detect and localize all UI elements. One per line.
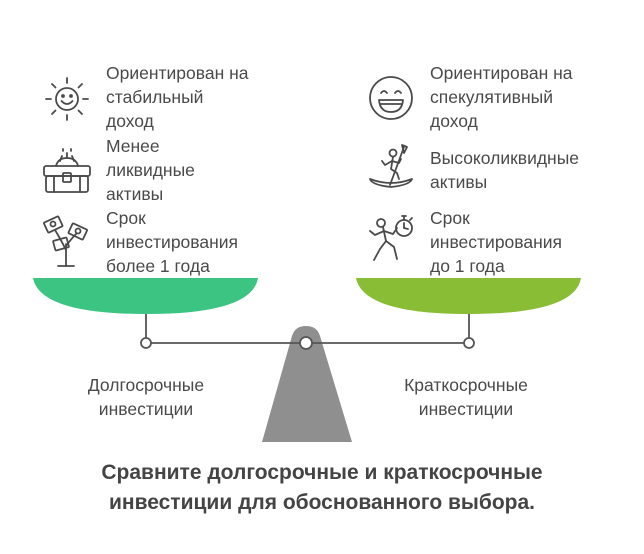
left-beam-joint xyxy=(140,337,152,349)
right-item-2-text: Высоколиквидные активы xyxy=(430,148,580,192)
diagram-title: Сравните долгосрочные и краткосрочные ин… xyxy=(101,461,543,514)
left-pan xyxy=(33,278,258,314)
money-plant-icon xyxy=(42,214,92,268)
left-item-1-text: Ориентирован на стабильный доход xyxy=(106,63,249,131)
balance-scale xyxy=(33,278,581,442)
scale-base xyxy=(262,326,352,442)
treasure-chest-icon xyxy=(40,144,94,196)
grinning-face-icon xyxy=(367,74,415,122)
right-beam-joint xyxy=(463,337,475,349)
sun-face-icon xyxy=(42,74,92,124)
left-item-3-text: Срок инвестирования более 1 года xyxy=(106,208,239,276)
canoe-paddler-icon xyxy=(366,143,416,193)
right-caption: Краткосрочные инвестиции xyxy=(404,375,528,419)
left-caption: Долгосрочные инвестиции xyxy=(87,375,205,419)
right-pan xyxy=(356,278,581,314)
pivot-joint xyxy=(299,336,313,350)
right-item-1-text: Ориентирован на спекулятивный доход xyxy=(430,63,573,131)
right-item-3-text: Срок инвестирования до 1 года xyxy=(430,208,563,276)
left-item-2-text: Менее ликвидные активы xyxy=(106,136,195,204)
runner-stopwatch-icon xyxy=(366,212,418,266)
